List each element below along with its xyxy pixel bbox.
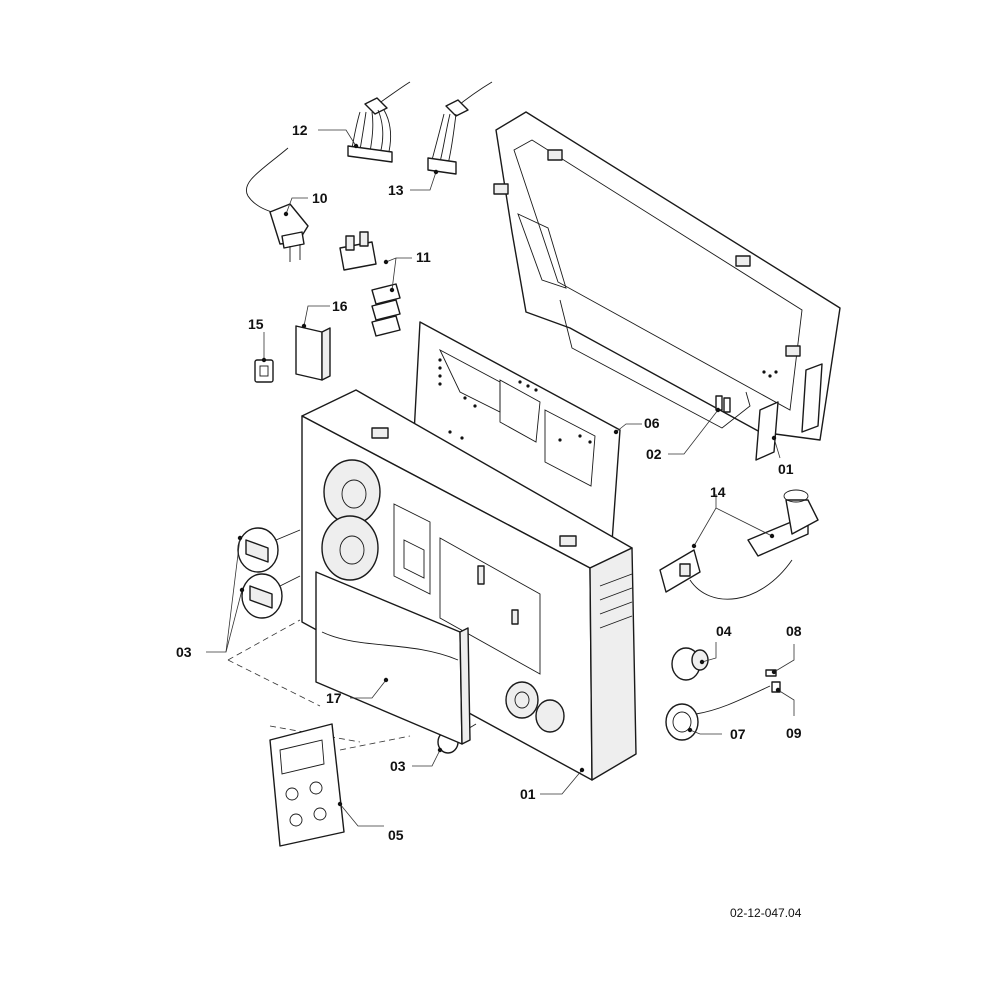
clip-09 bbox=[771, 681, 781, 693]
seal-08 bbox=[765, 669, 777, 677]
callout-leaders bbox=[206, 129, 795, 827]
callout-09: 09 bbox=[786, 725, 802, 741]
memory-card-16 bbox=[295, 325, 331, 381]
front-flap-17 bbox=[315, 571, 471, 745]
connector-cable-13 bbox=[427, 81, 493, 175]
callout-01-rear: 01 bbox=[778, 461, 794, 477]
remote-control-05 bbox=[269, 723, 345, 847]
callout-07: 07 bbox=[730, 726, 746, 742]
sensor-bracket-14 bbox=[659, 489, 819, 600]
callout-11: 11 bbox=[416, 249, 431, 265]
rear-case-01 bbox=[493, 111, 841, 461]
callout-10: 10 bbox=[312, 190, 328, 206]
callout-01-front: 01 bbox=[520, 786, 536, 802]
callout-17: 17 bbox=[326, 690, 342, 706]
wiring-harness-12 bbox=[347, 81, 411, 163]
callout-02: 02 bbox=[646, 446, 662, 462]
control-panel-housing-01 bbox=[301, 389, 637, 781]
mains-plug-10 bbox=[245, 147, 309, 262]
callout-15: 15 bbox=[248, 316, 264, 332]
callout-08: 08 bbox=[786, 623, 802, 639]
callout-labels: 12 13 10 11 15 16 06 02 01 14 03 17 03 0… bbox=[176, 122, 802, 920]
callout-16: 16 bbox=[332, 298, 348, 314]
callout-13: 13 bbox=[388, 182, 404, 198]
sensor-04 bbox=[671, 647, 709, 681]
callout-03-knobs: 03 bbox=[176, 644, 192, 660]
fuse-holders-02 bbox=[715, 395, 731, 413]
control-knobs-03 bbox=[237, 527, 477, 754]
callout-05: 05 bbox=[388, 827, 404, 843]
callout-14: 14 bbox=[710, 484, 726, 500]
terminal-blocks-11 bbox=[339, 231, 401, 337]
callout-03-small: 03 bbox=[390, 758, 406, 774]
drawing-reference-code: 02-12-047.04 bbox=[730, 906, 802, 920]
callout-12: 12 bbox=[292, 122, 308, 138]
callout-04: 04 bbox=[716, 623, 732, 639]
fuse-15 bbox=[254, 359, 274, 383]
callout-06: 06 bbox=[644, 415, 660, 431]
pressure-gauge-07 bbox=[665, 685, 771, 741]
